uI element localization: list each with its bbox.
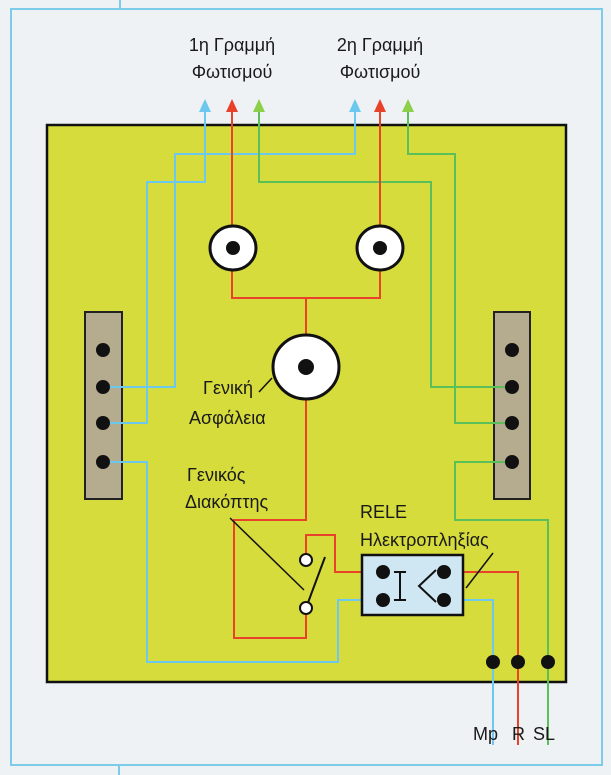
terminal-dots [96, 343, 555, 669]
green-wire-line2 [407, 110, 512, 424]
output-arrows [199, 99, 414, 112]
relay [360, 553, 465, 617]
line1-title: 1η Γραμμή [189, 35, 275, 55]
green-wire-sl [454, 461, 549, 745]
relay-label-1: RELE [360, 502, 407, 522]
line2-fuse [355, 224, 405, 272]
arrow-up-icon [199, 99, 211, 112]
terminal-sl-label: SL [533, 724, 555, 744]
terminal-mp-label: Mp [473, 724, 498, 744]
line2-subtitle: Φωτισμού [340, 62, 421, 82]
blue-wire-line1 [103, 110, 206, 424]
arrow-up-icon [349, 99, 361, 112]
relay-leader-line [465, 552, 494, 589]
outer-frame [10, 8, 603, 766]
main-fuse [271, 333, 341, 401]
main-fuse-label-1: Γενική [203, 378, 253, 398]
line1-subtitle: Φωτισμού [192, 62, 273, 82]
red-wire-fuse [233, 298, 307, 639]
green-wire-line1 [258, 110, 512, 388]
line2-title: 2η Γραμμή [337, 35, 423, 55]
main-switch-label-1: Γενικός [187, 465, 246, 485]
blue-wire-line2 [103, 110, 356, 388]
arrow-up-icon [226, 99, 238, 112]
wires [103, 110, 549, 745]
switch-leader-line [229, 517, 305, 591]
terminal-r-label: R [512, 724, 525, 744]
fuse-leader-line [258, 377, 273, 393]
line1-fuse [208, 224, 258, 272]
left-terminal-strip [84, 311, 123, 500]
arrow-up-icon [402, 99, 414, 112]
red-wire-switch-relay [305, 534, 383, 573]
main-switch [299, 553, 326, 615]
arrow-up-icon [253, 99, 265, 112]
red-wire-r [444, 571, 519, 745]
main-switch-label-2: Διακόπτης [185, 492, 269, 512]
main-fuse-label-2: Ασφάλεια [189, 408, 266, 428]
right-terminal-strip [493, 311, 531, 500]
arrow-up-icon [374, 99, 386, 112]
blue-wire-relay-in [103, 461, 383, 663]
relay-label-2: Ηλεκτροπληξίας [360, 530, 489, 550]
